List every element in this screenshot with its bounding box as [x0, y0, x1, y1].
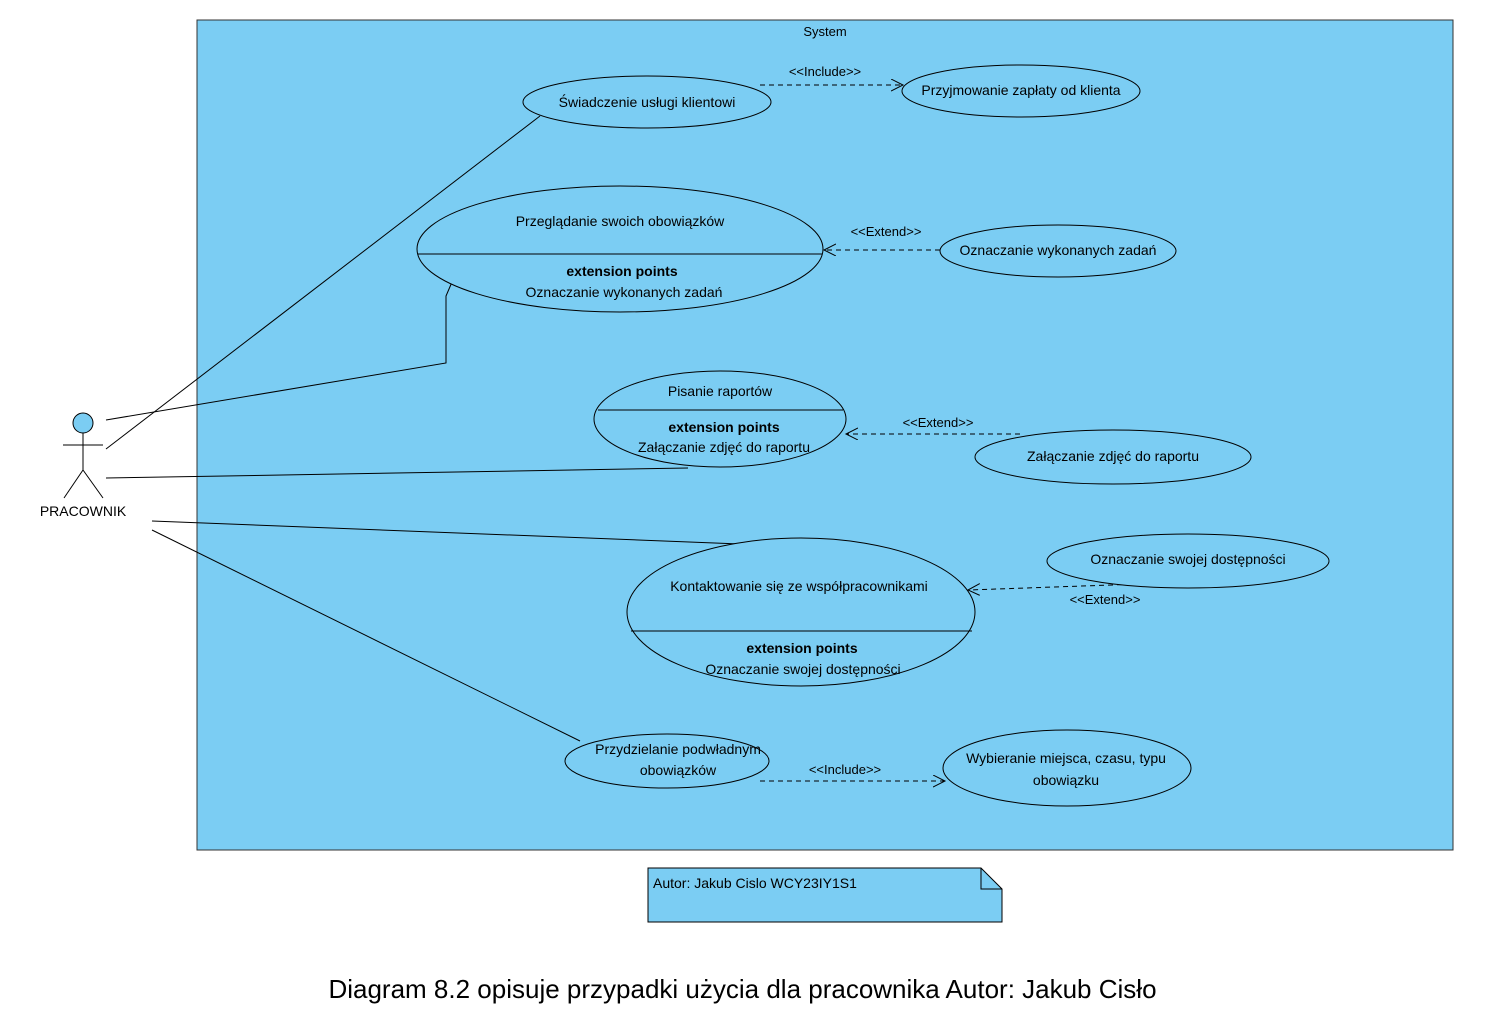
use-case-przegladanie[interactable]: Przeglądanie swoich obowiązków extension…: [416, 185, 824, 313]
include-label-2: <<Include>>: [809, 762, 881, 777]
use-case-shape: [416, 185, 824, 313]
association-przegladanie: [105, 281, 453, 421]
system-title: System: [803, 24, 846, 39]
use-case-label-line2: obowiązku: [1033, 772, 1099, 788]
association-swiadczenie: [105, 115, 541, 450]
actor-leg-right: [82, 469, 104, 499]
use-case-shape: [1046, 533, 1330, 589]
use-case-swiadczenie[interactable]: Świadczenie usługi klientowi: [522, 75, 772, 129]
use-case-shape: [564, 733, 770, 789]
actor-head: [72, 412, 94, 434]
use-case-dostepnosc[interactable]: Oznaczanie swojej dostępności: [1046, 533, 1330, 589]
use-case-label: Przeglądanie swoich obowiązków: [516, 213, 725, 229]
use-case-label: Przyjmowanie zapłaty od klienta: [921, 82, 1120, 98]
author-note[interactable]: Autor: Jakub Cislo WCY23IY1S1: [647, 867, 1003, 923]
use-case-zalaczanie[interactable]: Załączanie zdjęć do raportu: [974, 429, 1252, 485]
use-case-shape: [901, 64, 1141, 118]
extension-point: Oznaczanie wykonanych zadań: [526, 284, 723, 300]
use-case-label: Oznaczanie swojej dostępności: [1090, 551, 1285, 567]
note-shape: [647, 867, 1003, 923]
actor-pracownik[interactable]: PRACOWNIK: [40, 412, 127, 519]
note-text: Autor: Jakub Cislo WCY23IY1S1: [653, 875, 857, 891]
use-case-shape: [522, 75, 772, 129]
extend-label-1: <<Extend>>: [851, 224, 922, 239]
include-label-1: <<Include>>: [789, 64, 861, 79]
note-fold: [980, 868, 1002, 890]
association-pisanie: [105, 467, 689, 479]
use-case-label: Załączanie zdjęć do raportu: [1027, 448, 1199, 464]
extend-label-2: <<Extend>>: [903, 415, 974, 430]
association-kontaktowanie: [151, 520, 741, 545]
extend-line-3: [968, 584, 1141, 590]
use-case-label-line2: obowiązków: [640, 762, 717, 778]
extension-point: Oznaczanie swojej dostępności: [705, 661, 900, 677]
extension-point: Załączanie zdjęć do raportu: [638, 439, 810, 455]
extension-heading: extension points: [746, 640, 857, 656]
use-case-kontaktowanie[interactable]: Kontaktowanie się ze współpracownikami e…: [626, 537, 976, 687]
use-case-label: Oznaczanie wykonanych zadań: [960, 242, 1157, 258]
use-case-oznaczanie-zadan[interactable]: Oznaczanie wykonanych zadań: [939, 224, 1177, 278]
use-case-label-line1: Przydzielanie podwładnym: [595, 741, 761, 757]
use-case-shape: [942, 729, 1192, 807]
extend-label-3: <<Extend>>: [1070, 592, 1141, 607]
relations: [760, 85, 1141, 781]
use-case-shape: [593, 370, 847, 468]
use-case-label-line1: Wybieranie miejsca, czasu, typu: [966, 750, 1166, 766]
figure-caption: Diagram 8.2 opisuje przypadki użycia dla…: [328, 974, 1157, 1004]
use-case-shape: [939, 224, 1177, 278]
use-case-diagram: System PRACOWNIK <<Include>> <<Extend>> …: [40, 19, 1454, 923]
actor-associations: [105, 115, 741, 742]
use-case-label: Świadczenie usługi klientowi: [559, 93, 736, 110]
actor-leg-left: [63, 469, 84, 499]
use-case-wybieranie[interactable]: Wybieranie miejsca, czasu, typu obowiązk…: [942, 729, 1192, 807]
use-case-przydzielanie[interactable]: Przydzielanie podwładnym obowiązków: [564, 733, 770, 789]
use-case-label: Pisanie raportów: [668, 383, 773, 399]
use-case-pisanie[interactable]: Pisanie raportów extension points Załącz…: [593, 370, 847, 468]
actor-name: PRACOWNIK: [40, 503, 127, 519]
association-przydzielanie: [151, 529, 581, 742]
use-case-shape: [626, 537, 976, 687]
extension-heading: extension points: [566, 263, 677, 279]
use-case-przyjmowanie[interactable]: Przyjmowanie zapłaty od klienta: [901, 64, 1141, 118]
extension-heading: extension points: [668, 419, 779, 435]
use-case-label: Kontaktowanie się ze współpracownikami: [670, 578, 928, 594]
use-case-shape: [974, 429, 1252, 485]
